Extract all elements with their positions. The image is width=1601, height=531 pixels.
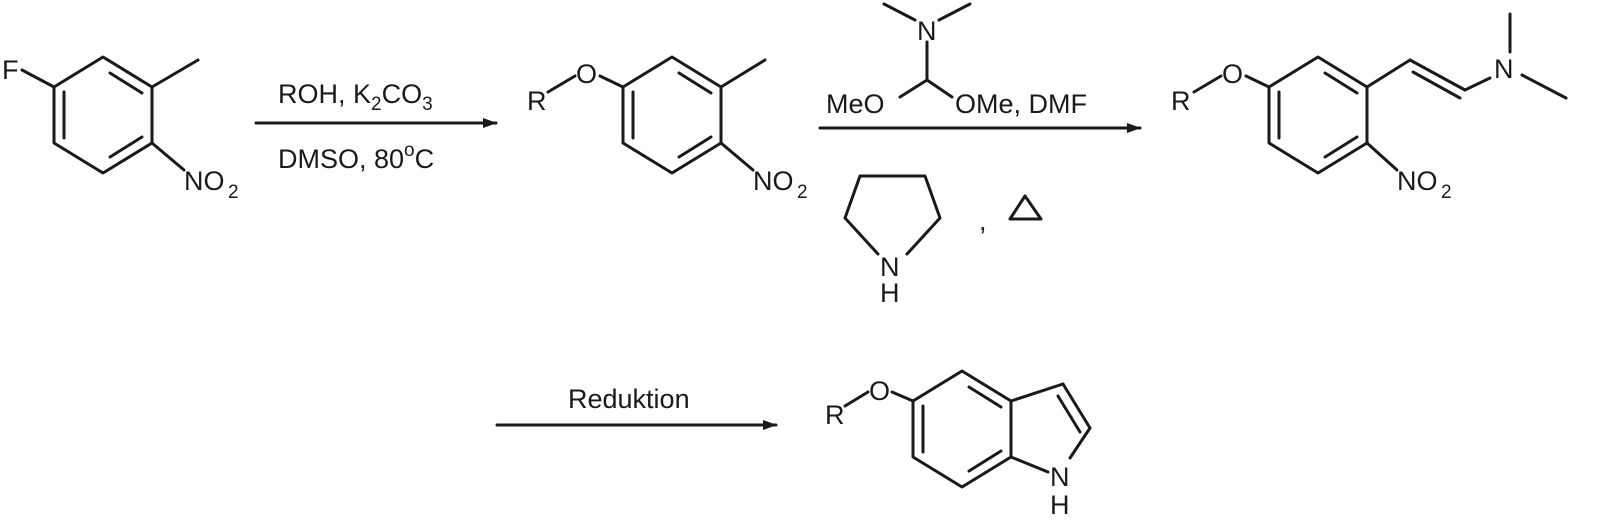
oxygen-label: O <box>576 59 597 89</box>
step2-separator: , <box>979 206 987 236</box>
enamine-nitrogen-label: N <box>1494 54 1514 84</box>
step1-conditions-unit: C <box>415 144 435 174</box>
pyrrolidine: N H <box>845 176 940 308</box>
step1-reagent-sub1: 2 <box>371 94 382 115</box>
step3-label: Reduktion <box>568 384 690 414</box>
indole-hydrogen-label: H <box>1050 490 1070 520</box>
nitro-subscript: 2 <box>797 182 808 203</box>
dmf-dimethylacetal: N MeO OMe, DMF <box>826 4 1087 119</box>
nitro-subscript: 2 <box>228 182 239 203</box>
step1-reagent-part2: CO <box>382 79 423 109</box>
step1-conditions-part1: DMSO, 80 <box>278 144 404 174</box>
pyrrolidine-hydrogen-label: H <box>880 278 900 308</box>
nitro-label: NO <box>1397 166 1438 196</box>
nitro-label: NO <box>184 166 225 196</box>
fluoro-label: F <box>2 55 19 85</box>
step1-reagent-part1: ROH, K <box>278 79 371 109</box>
r-group-label: R <box>825 400 845 430</box>
step1-degree: o <box>404 140 415 161</box>
dma-nitrogen-label: N <box>917 16 937 46</box>
oxygen-label: O <box>869 376 890 406</box>
reaction-step-1: ROH, K2CO3 DMSO, 80oC <box>256 79 496 174</box>
step1-reagents: ROH, K2CO3 <box>278 79 433 115</box>
step1-conditions: DMSO, 80oC <box>278 140 434 174</box>
methoxy-left-label: MeO <box>826 89 885 119</box>
reaction-step-2: N MeO OMe, DMF N H , Δ <box>820 4 1140 308</box>
nitro-subscript: 2 <box>1441 182 1452 203</box>
r-group-label: R <box>1171 86 1191 116</box>
molecule-alkoxyindole: O R N H <box>825 371 1090 520</box>
molecule-fluoronitrotoluene: F NO 2 <box>2 55 239 203</box>
indole-nitrogen-label: N <box>1050 462 1070 492</box>
oxygen-label: O <box>1222 59 1243 89</box>
molecule-enamine: O R N NO 2 <box>1171 14 1566 203</box>
molecule-alkoxynitrotoluene: O R NO 2 <box>527 57 808 203</box>
step1-reagent-sub2: 3 <box>422 94 433 115</box>
step2-reagent-right: OMe, DMF <box>955 89 1087 119</box>
reaction-step-3: Reduktion <box>497 384 776 425</box>
r-group-label: R <box>527 86 547 116</box>
nitro-label: NO <box>753 166 794 196</box>
